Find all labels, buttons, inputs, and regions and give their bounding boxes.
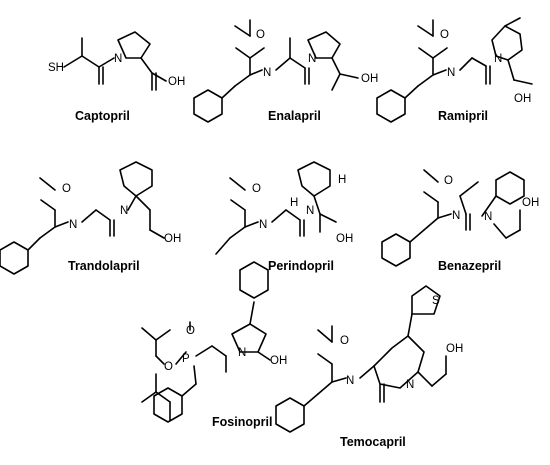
perindopril-n2-label: N (306, 205, 314, 217)
perindopril-oh-label: OH (336, 233, 353, 245)
temocapril-o-label: O (340, 335, 349, 347)
perindopril-o-label: O (252, 183, 261, 195)
fosinopril-p-label: P (182, 353, 190, 365)
benazepril-o-label: O (444, 175, 453, 187)
temocapril-oh-label: OH (446, 343, 463, 355)
captopril-title: Captopril (75, 109, 130, 123)
enalapril-oh-label: OH (361, 73, 378, 85)
temocapril-s-label: S (432, 295, 440, 307)
ramipril-n-label: N (447, 67, 455, 79)
enalapril-o-label: O (256, 29, 265, 41)
structure-trandolapril: O N N OH Trandolapril (0, 161, 181, 275)
enalapril-n2-label: N (308, 53, 316, 65)
structure-ramipril: O N N OH Ramipril (376, 17, 533, 123)
fosinopril-o-label: O (186, 325, 195, 337)
trandolapril-n2-label: N (120, 205, 128, 217)
fosinopril-n-label: N (238, 347, 246, 359)
trandolapril-n-label: N (69, 219, 77, 231)
trandolapril-title: Trandolapril (68, 259, 140, 273)
ramipril-title: Ramipril (438, 109, 488, 123)
structure-benazepril: O N N OH Benazepril (381, 169, 539, 273)
structure-perindopril: O N N H H OH Perindopril (215, 161, 353, 273)
fosinopril-title: Fosinopril (212, 415, 272, 429)
structure-captopril: SH N OH Captopril (48, 31, 185, 123)
fosinopril-o2-label: O (164, 361, 173, 373)
captopril-oh-label: OH (168, 76, 185, 88)
benazepril-title: Benazepril (438, 259, 501, 273)
ramipril-n2-label: N (494, 53, 502, 65)
trandolapril-o-label: O (62, 183, 71, 195)
temocapril-n-label: N (346, 375, 354, 387)
temocapril-title: Temocapril (340, 435, 406, 449)
perindopril-title: Perindopril (268, 259, 334, 273)
perindopril-h2-label: H (338, 174, 346, 186)
benazepril-oh-label: OH (522, 197, 539, 209)
structure-fosinopril: P O O N OH Fosinopril (141, 261, 287, 429)
benazepril-n-label: N (452, 210, 460, 222)
benazepril-n2-label: N (484, 211, 492, 223)
perindopril-n-label: N (259, 219, 267, 231)
ramipril-o-label: O (440, 29, 449, 41)
ramipril-oh-label: OH (514, 93, 531, 105)
perindopril-h-label: H (290, 197, 298, 209)
fosinopril-oh-label: OH (270, 355, 287, 367)
enalapril-title: Enalapril (268, 109, 321, 123)
trandolapril-oh-label: OH (164, 233, 181, 245)
structure-temocapril: S O N N OH Temocapril (275, 285, 463, 449)
temocapril-n2-label: N (406, 379, 414, 391)
enalapril-n-label: N (263, 67, 271, 79)
captopril-sh-label: SH (48, 62, 64, 74)
captopril-n-label: N (114, 53, 122, 65)
structure-enalapril: O N N OH Enalapril (193, 19, 378, 123)
